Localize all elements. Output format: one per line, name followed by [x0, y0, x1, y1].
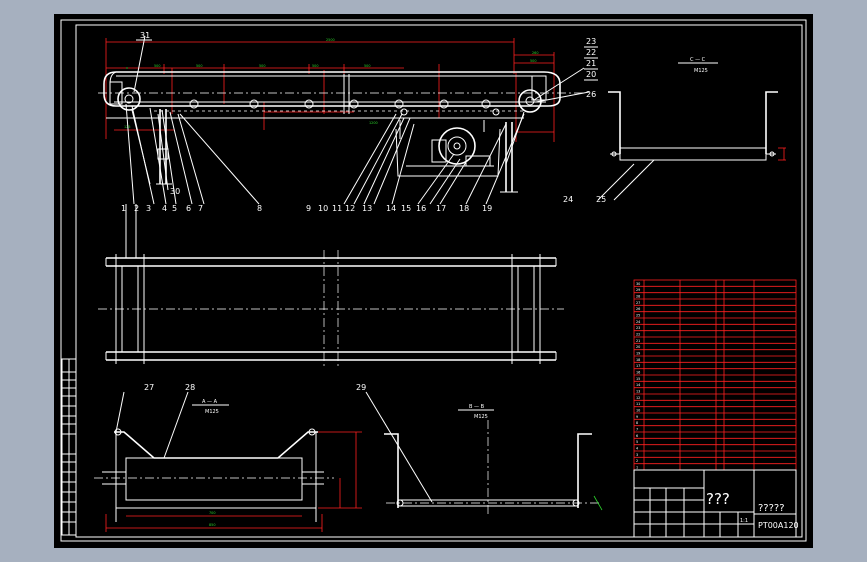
parts-list-row-number: 13 [636, 390, 640, 394]
parts-list-row-number: 8 [636, 421, 638, 425]
balloon-26: 26 [586, 90, 596, 99]
parts-list-row-number: 24 [636, 320, 640, 324]
plan-view [98, 204, 564, 368]
parts-list-row-number: 9 [636, 415, 638, 419]
balloon-17: 17 [436, 204, 446, 213]
outer-frame [60, 19, 807, 542]
balloon-27: 27 [144, 383, 154, 392]
parts-list-row-number: 10 [636, 409, 640, 413]
section-c-title: C — C [690, 57, 706, 63]
svg-text:260: 260 [532, 51, 538, 55]
parts-list-row-number: 12 [636, 396, 640, 400]
parts-list-table: 3029282726252423222120191817161514131211… [633, 279, 797, 471]
section-a-scale: M125 [205, 409, 219, 415]
elevation-view: 2500 500 500 500 500 500 260 500 1200 12… [98, 38, 584, 193]
inner-frame [75, 24, 803, 538]
parts-list-row-number: 6 [636, 434, 638, 438]
section-a-view: A — A M125 700 850 [94, 391, 362, 532]
part-balloons: 31 23 22 21 20 26 30 3 4 5 6 7 8 9 10 11… [121, 31, 606, 392]
balloon-20: 20 [586, 70, 596, 79]
section-b-view: B — B M125 [365, 391, 603, 514]
balloon-21: 21 [586, 59, 596, 68]
svg-text:500: 500 [154, 64, 160, 68]
section-b-title: B — B [469, 404, 485, 410]
parts-list-row-number: 4 [636, 447, 638, 451]
title-block: ??? ????? PT00A120 1:1 [633, 469, 799, 538]
parts-list-row-number: 3 [636, 453, 638, 457]
parts-list-row-number: 7 [636, 428, 638, 432]
balloon-2: 2 [134, 204, 139, 213]
parts-list-row-number: 15 [636, 377, 640, 381]
parts-list-row-number: 23 [636, 326, 640, 330]
balloon-4: 4 [162, 204, 167, 213]
parts-list-row-number: 17 [636, 364, 640, 368]
svg-text:1200: 1200 [369, 121, 378, 125]
parts-list-row-number: 22 [636, 333, 640, 337]
svg-text:2500: 2500 [326, 38, 335, 42]
section-b-scale: M125 [474, 414, 488, 420]
balloon-29: 29 [356, 383, 366, 392]
balloon-18: 18 [459, 204, 469, 213]
balloon-15: 15 [401, 204, 411, 213]
parts-list-row-number: 20 [636, 345, 640, 349]
title-block-format: 1:1 [740, 518, 748, 524]
balloon-7: 7 [198, 204, 203, 213]
svg-text:500: 500 [530, 59, 536, 63]
balloon-12: 12 [345, 204, 355, 213]
balloon-5: 5 [172, 204, 177, 213]
balloon-22: 22 [586, 48, 596, 57]
svg-text:850: 850 [209, 523, 215, 527]
balloon-1: 1 [121, 204, 126, 213]
balloon-16: 16 [416, 204, 426, 213]
svg-text:700: 700 [209, 511, 215, 515]
drawing-sheet: 2500 500 500 500 500 500 260 500 1200 12… [54, 14, 813, 548]
section-c-view: C — C M125 [597, 57, 786, 201]
parts-list-row-number: 14 [636, 383, 640, 387]
svg-text:500: 500 [196, 64, 202, 68]
balloon-13: 13 [362, 204, 372, 213]
parts-list-row-number: 16 [636, 371, 640, 375]
balloon-19: 19 [482, 204, 492, 213]
balloon-30: 30 [170, 187, 180, 196]
parts-list-row-number: 30 [636, 282, 640, 286]
balloon-23: 23 [586, 37, 596, 46]
parts-list-row-number: 27 [636, 301, 640, 305]
title-block-drawing-no: ????? [758, 503, 785, 514]
parts-list-row-number: 28 [636, 295, 640, 299]
parts-list-row-number: 1 [636, 466, 638, 470]
cad-drawing: 2500 500 500 500 500 500 260 500 1200 12… [60, 19, 807, 542]
balloon-8: 8 [257, 204, 262, 213]
svg-text:500: 500 [364, 64, 370, 68]
balloon-31: 31 [140, 31, 150, 40]
parts-list-row-number: 26 [636, 307, 640, 311]
balloon-10: 10 [318, 204, 328, 213]
balloon-25: 25 [596, 195, 606, 204]
parts-list-row-number: 18 [636, 358, 640, 362]
balloon-9: 9 [306, 204, 311, 213]
balloon-6: 6 [186, 204, 191, 213]
balloon-11: 11 [332, 204, 342, 213]
parts-list-row-number: 21 [636, 339, 640, 343]
parts-list-row-number: 19 [636, 352, 640, 356]
title-block-code: PT00A120 [758, 521, 799, 530]
parts-list-row-number: 5 [636, 440, 638, 444]
section-c-scale: M125 [694, 68, 708, 74]
left-revision-strip [61, 358, 77, 536]
balloon-28: 28 [185, 383, 195, 392]
parts-list-row-number: 11 [636, 402, 640, 406]
svg-text:500: 500 [312, 64, 318, 68]
leader-lines [125, 35, 590, 205]
parts-list-row-number: 2 [636, 459, 638, 463]
balloon-3: 3 [146, 204, 151, 213]
svg-text:500: 500 [259, 64, 265, 68]
title-block-name: ??? [706, 490, 730, 508]
svg-text:125: 125 [124, 125, 130, 129]
balloon-14: 14 [386, 204, 396, 213]
balloon-24: 24 [563, 195, 573, 204]
parts-list-row-number: 25 [636, 314, 640, 318]
parts-list-row-number: 29 [636, 288, 640, 292]
section-a-title: A — A [202, 399, 218, 405]
